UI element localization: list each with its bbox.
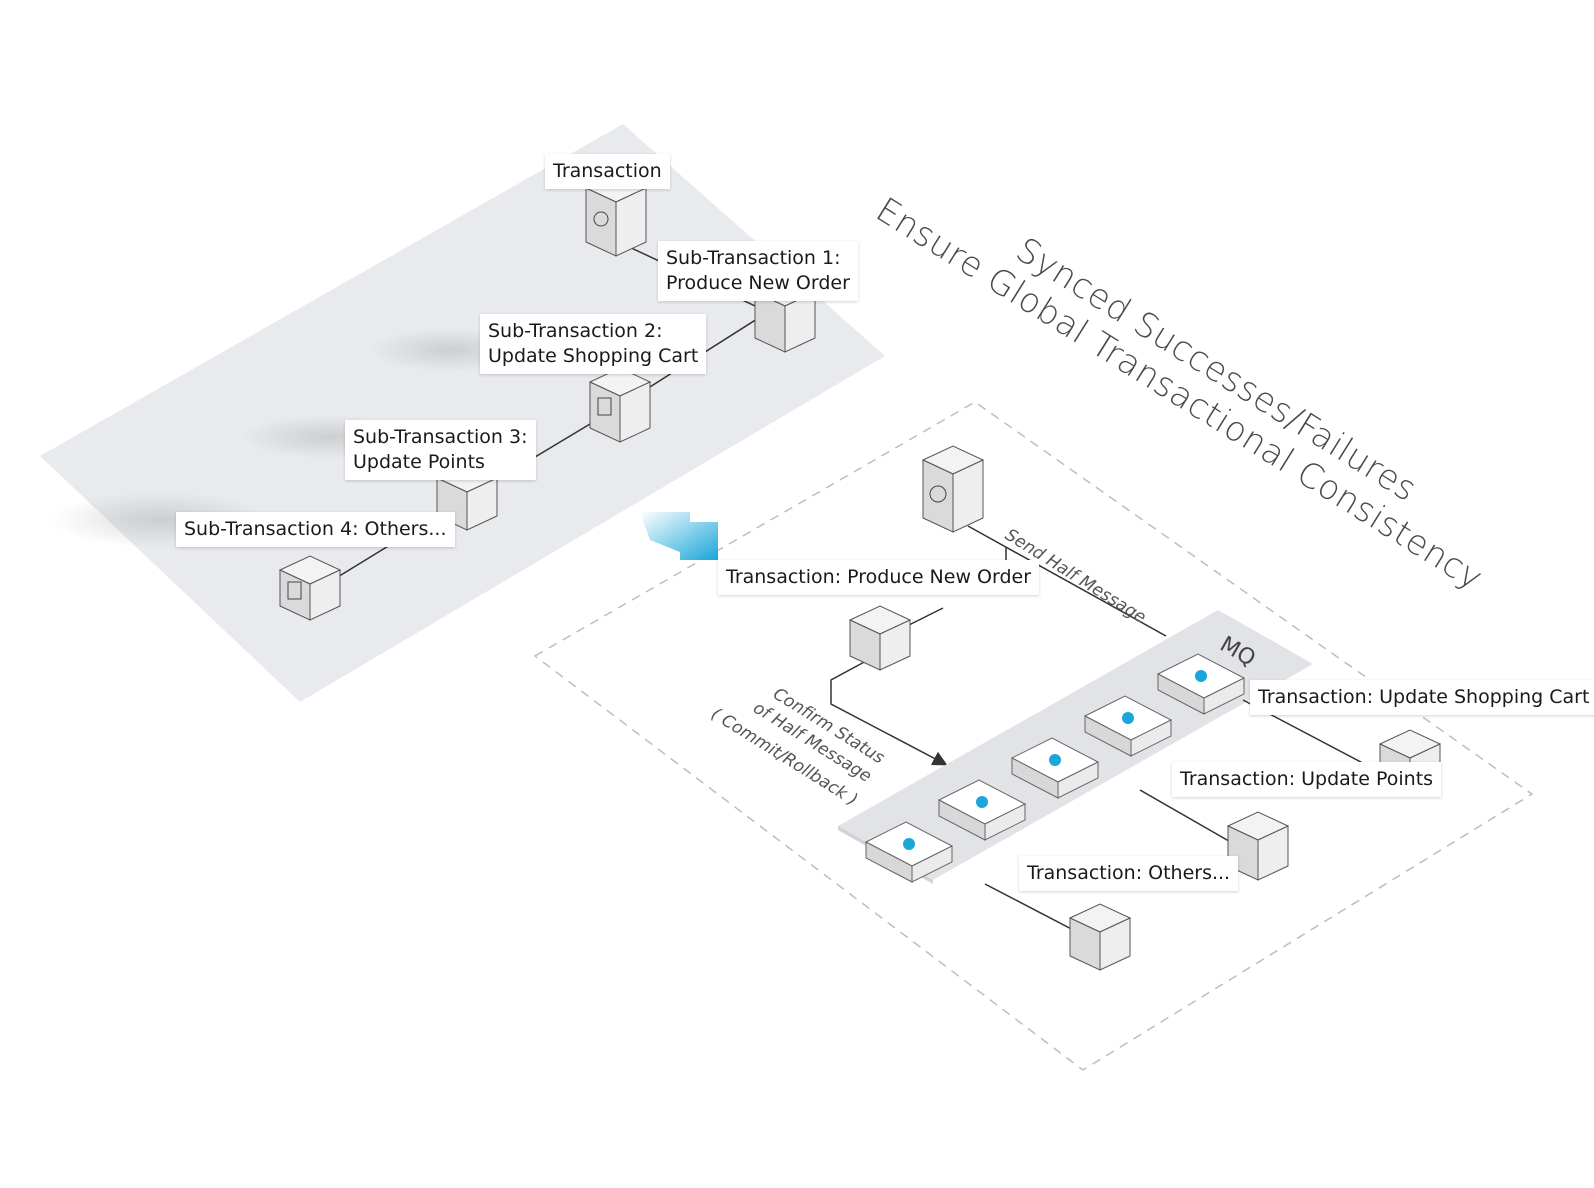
- right-dashed-region: [533, 401, 1534, 1071]
- mq-node-icon: [1010, 737, 1100, 799]
- label-transaction: Transaction: [545, 154, 670, 189]
- left-platform: [40, 124, 885, 702]
- label-produce-new-order: Transaction: Produce New Order: [718, 560, 1040, 595]
- label-sub-transaction-4: Sub-Transaction 4: Others...: [176, 512, 455, 547]
- flow-arrow-icon: [640, 512, 718, 560]
- mq-node-icon: [937, 779, 1027, 841]
- label-sub-transaction-3: Sub-Transaction 3:Update Points: [345, 420, 536, 480]
- mq-node-icon: [1083, 695, 1173, 757]
- document-server-icon: [848, 605, 912, 671]
- label-sub-transaction-1: Sub-Transaction 1:Produce New Order: [658, 241, 858, 301]
- document-server-icon: [278, 555, 342, 621]
- confirm-status-arrow: [830, 659, 948, 766]
- transaction-server-icon: [921, 445, 985, 533]
- document-server-icon: [1068, 903, 1132, 971]
- send-half-message-line: [967, 525, 1167, 637]
- label-update-points: Transaction: Update Points: [1172, 762, 1442, 797]
- label-others: Transaction: Others...: [1019, 856, 1239, 891]
- document-server-icon: [588, 367, 652, 443]
- mq-node-icon: [1156, 653, 1246, 715]
- label-sub-transaction-2: Sub-Transaction 2:Update Shopping Cart: [480, 314, 707, 374]
- label-update-shopping-cart: Transaction: Update Shopping Cart: [1250, 680, 1594, 715]
- mq-node-icon: [864, 821, 954, 883]
